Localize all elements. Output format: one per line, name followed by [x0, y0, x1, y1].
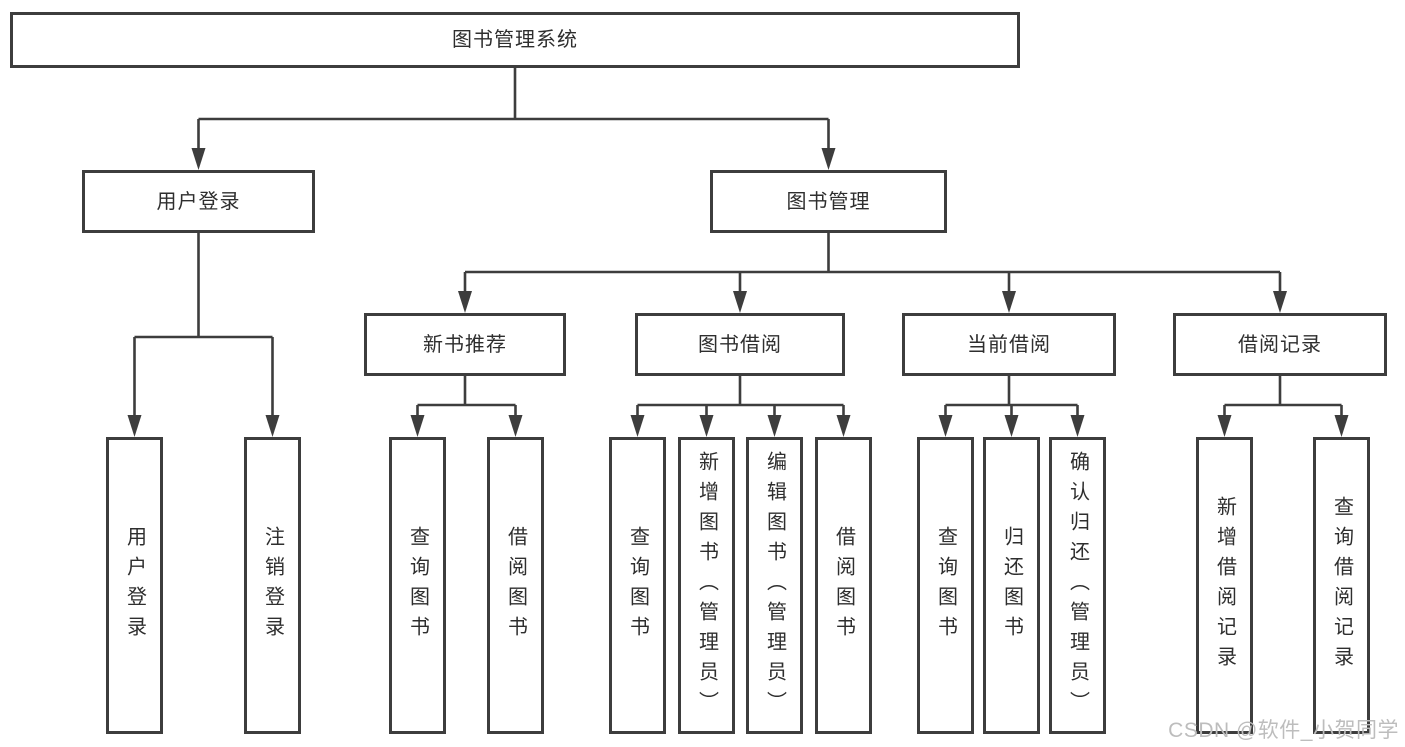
node-label: 归还图书: [1000, 525, 1023, 646]
leaf-query-books-recommend: 查询图书: [389, 437, 446, 734]
node-borrow-records: 借阅记录: [1173, 313, 1387, 376]
leaf-edit-book-admin: 编辑图书（管理员）: [746, 437, 803, 734]
node-label: 图书管理: [786, 190, 871, 213]
node-book-borrow: 图书借阅: [635, 313, 845, 376]
node-label: 新增借阅记录: [1213, 495, 1236, 676]
node-label: 借阅图书: [504, 525, 527, 646]
node-label: 图书借阅: [698, 333, 782, 356]
node-label: 查询图书: [406, 525, 429, 646]
csdn-watermark: CSDN @软件_小贺同学: [1168, 719, 1399, 742]
leaf-query-books-borrow: 查询图书: [609, 437, 666, 734]
leaf-query-borrow-record: 查询借阅记录: [1313, 437, 1370, 734]
node-label: 注销登录: [261, 525, 284, 646]
node-label: 图书管理系统: [452, 29, 578, 51]
node-label: 当前借阅: [967, 333, 1051, 356]
node-user-login: 用户登录: [82, 170, 315, 233]
leaf-user-login: 用户登录: [106, 437, 163, 734]
node-label: 查询借阅记录: [1330, 495, 1353, 676]
leaf-return-books: 归还图书: [983, 437, 1040, 734]
node-label: 查询图书: [934, 525, 957, 646]
node-label: 借阅记录: [1238, 333, 1322, 356]
node-label: 用户登录: [123, 525, 146, 646]
leaf-add-book-admin: 新增图书（管理员）: [678, 437, 735, 734]
node-label: 新书推荐: [423, 333, 507, 356]
leaf-add-borrow-record: 新增借阅记录: [1196, 437, 1253, 734]
node-book-management: 图书管理: [710, 170, 947, 233]
leaf-borrow-books: 借阅图书: [815, 437, 872, 734]
node-new-book-recommend: 新书推荐: [364, 313, 566, 376]
connector-path: [133, 68, 1343, 417]
node-label: 借阅图书: [832, 525, 855, 646]
leaf-logout: 注销登录: [244, 437, 301, 734]
leaf-confirm-return-admin: 确认归还（管理员）: [1049, 437, 1106, 734]
node-label: 编辑图书（管理员）: [763, 450, 786, 721]
leaf-borrow-books-recommend: 借阅图书: [487, 437, 544, 734]
node-current-borrow: 当前借阅: [902, 313, 1116, 376]
node-label: 确认归还（管理员）: [1066, 450, 1089, 721]
node-label: 新增图书（管理员）: [695, 450, 718, 721]
node-label: 用户登录: [156, 190, 241, 213]
leaf-query-books-current: 查询图书: [917, 437, 974, 734]
node-library-system-root: 图书管理系统: [10, 12, 1020, 68]
node-label: 查询图书: [626, 525, 649, 646]
